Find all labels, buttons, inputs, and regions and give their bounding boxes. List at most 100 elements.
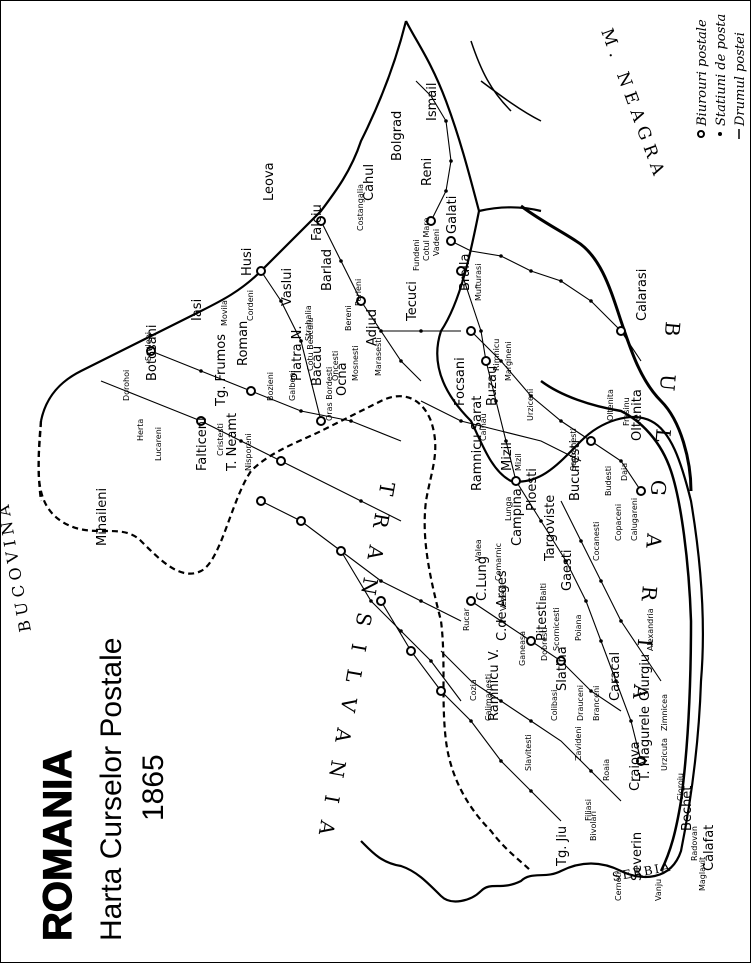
- station-label: Calimanesti: [484, 674, 493, 721]
- city-mihaileni: Mihaileni: [95, 488, 110, 546]
- legend: Biurouri postale Statiuni de posta Drumu…: [695, 14, 748, 139]
- city-tecuci: Tecuci: [405, 281, 420, 322]
- city-t-magurele: T. Magurele: [638, 706, 653, 782]
- station-label: Valea: [474, 539, 483, 561]
- city-braila: Braila: [458, 254, 473, 291]
- city-clung: C.Lung: [475, 556, 490, 601]
- city-calarasi: Calarasi: [635, 269, 650, 321]
- station-label: Zavideni: [574, 726, 583, 761]
- country-border: [39, 20, 705, 903]
- station-label: Rucar: [462, 607, 471, 631]
- station-label: Cristesti: [216, 423, 225, 456]
- station-label: Ganeasa: [518, 631, 527, 666]
- city-gaesti: Gaesti: [560, 549, 575, 591]
- city-campina: Campina: [510, 488, 525, 546]
- title-main: ROMANIA: [36, 750, 80, 941]
- station-label: Bivolari: [589, 811, 598, 841]
- station-label: Drauceni: [576, 685, 585, 721]
- region-sea: M. NEAGRA: [596, 26, 670, 184]
- city-mizil: Mizil: [500, 442, 515, 471]
- city-severin: Severin: [630, 832, 645, 881]
- station-label: Calugareni: [630, 498, 639, 541]
- city-ramnicu-v: Ramnicu V.: [487, 649, 502, 721]
- city-bolgrad: Bolgrad: [390, 111, 405, 161]
- city-tg-jiu: Tg. Jiu: [555, 826, 570, 867]
- station-label: Margineni: [504, 341, 513, 381]
- station-label: Nisporeni: [244, 433, 253, 471]
- station-label: Fundeni: [412, 239, 421, 271]
- legend-post-office-label: Biurouri postale: [695, 19, 710, 127]
- station-label: Balti: [539, 583, 548, 601]
- station-label: Slavitesti: [524, 734, 533, 771]
- city-pitesti: Pitesti: [535, 601, 550, 641]
- city-galati: Galati: [445, 196, 460, 234]
- station-label: Cozia: [469, 679, 478, 701]
- city-falciu: Falciu: [310, 204, 325, 241]
- city-falticeni: Falticeni: [195, 417, 210, 471]
- postal-stations: [199, 119, 633, 793]
- station-label: Cerneti: [614, 872, 623, 901]
- station-label: Vadeni: [432, 229, 441, 256]
- city-targoviste: Targoviste: [543, 495, 558, 562]
- title-subtitle: Harta Curselor Postale: [95, 638, 128, 941]
- city-giurgiu: Giurgiu: [638, 654, 653, 701]
- city-focsani: Focsani: [453, 357, 468, 406]
- station-label: Dobresti: [540, 627, 549, 661]
- station-label: Herta: [136, 419, 145, 441]
- city-cdearges: C.de Arges: [495, 570, 510, 641]
- city-ramnicu-sarat: Ramnicu Sarat: [470, 396, 485, 491]
- legend-station-symbol: [718, 132, 722, 136]
- station-label: Budesti: [604, 466, 613, 496]
- transilvania-border: [37, 395, 532, 872]
- city-piatra-n: Piatra N.: [290, 325, 305, 381]
- city-bechet: Bechet: [680, 786, 695, 831]
- station-label: Mufturasi: [474, 264, 483, 301]
- city-iasi: Iasi: [190, 299, 205, 321]
- station-label: Perieni: [354, 279, 363, 306]
- station-label: Marasesti: [374, 337, 383, 376]
- city-roman: Roman: [236, 321, 251, 366]
- city-vaslui: Vaslui: [280, 268, 295, 306]
- city-bacau: Bacau: [310, 346, 325, 386]
- title-block: ROMANIA Harta Curselor Postale 1865: [35, 638, 170, 942]
- station-label: Lucareni: [154, 427, 163, 461]
- station-label: Alexandria: [646, 608, 655, 651]
- city-t-neamt: T. Neamt: [225, 413, 240, 472]
- station-label: Lunga: [504, 496, 513, 521]
- station-label: Comarnic: [494, 543, 503, 581]
- station-label: Sculeni: [144, 332, 153, 361]
- station-label: Cotu Beaculu: [306, 318, 315, 371]
- city-cahul: Cahul: [362, 164, 377, 201]
- station-label: Branceni: [592, 686, 601, 721]
- region-bucovina: BUCOVINA: [1, 499, 35, 634]
- station-label: Cocanesti: [592, 522, 601, 561]
- city-ploesti: Ploesti: [525, 468, 540, 511]
- station-label: Copaceni: [614, 504, 623, 541]
- station-label: Oltenita: [606, 389, 615, 421]
- city-oltenita: Oltenita: [630, 389, 645, 441]
- station-label: Movila: [220, 300, 229, 326]
- legend-station-label: Statiuni de posta: [714, 14, 729, 126]
- city-botosani: Botosani: [145, 324, 160, 381]
- station-label: Galbeni: [288, 370, 297, 401]
- station-label: Rimnicu: [492, 339, 501, 371]
- city-slatina: Slatina: [555, 646, 570, 691]
- station-label: Roaia: [602, 759, 611, 781]
- station-label: Poiana: [574, 614, 583, 641]
- station-label: Vezeni: [499, 585, 508, 611]
- station-label: Urziceni: [526, 389, 535, 421]
- station-label: Mizil: [514, 453, 523, 471]
- station-label: Radovan: [690, 826, 699, 861]
- city-caracal: Caracal: [608, 652, 623, 701]
- city-ismail: Ismail: [425, 83, 440, 121]
- station-label: Daia: [620, 463, 629, 481]
- station-label: Filiasi: [584, 799, 593, 821]
- station-label: Urzicuta: [660, 738, 669, 771]
- city-bucuresti: Bucuresti: [568, 440, 583, 501]
- legend-post-office-symbol: [697, 130, 705, 138]
- city-barlad: Barlad: [320, 249, 335, 291]
- city-craiova: Craiova: [628, 741, 643, 791]
- station-label: Strahalia: [304, 305, 313, 341]
